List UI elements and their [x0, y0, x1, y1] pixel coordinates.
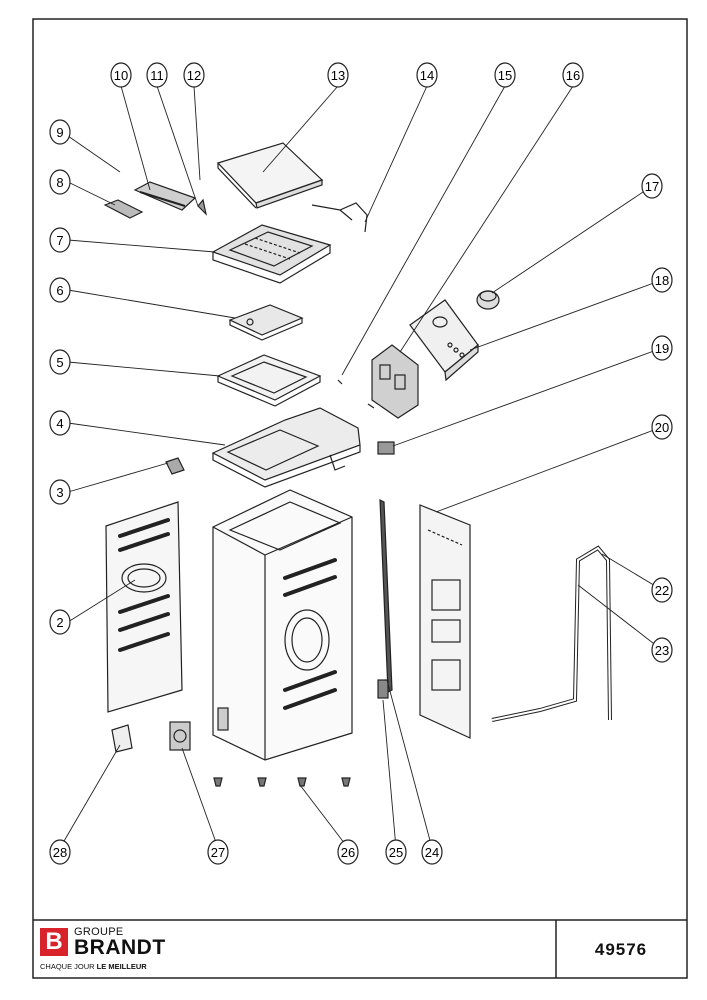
part-6-inner-lid — [228, 304, 304, 341]
callout-27: 27 — [207, 839, 229, 865]
part-2-side-panel — [105, 501, 183, 713]
part-13-top-lid — [216, 142, 324, 209]
part-18-control-fascia — [409, 299, 479, 382]
brand-name-label: BRANDT — [74, 936, 166, 959]
callout-13-label: 13 — [331, 68, 345, 83]
callout-22-label: 22 — [655, 583, 669, 598]
document-number: 49576 — [594, 940, 648, 959]
callout-26: 26 — [337, 839, 359, 865]
callout-17-label: 17 — [645, 179, 659, 194]
part-20-rear-panel — [419, 504, 471, 739]
callout-25-label: 25 — [389, 845, 403, 860]
callout-9: 9 — [49, 119, 71, 145]
callout-16-label: 16 — [566, 68, 580, 83]
brand-logo: B GROUPE BRANDT CHAQUE JOUR LE MEILLEUR — [40, 926, 240, 976]
part-27-pump — [169, 721, 191, 751]
callout-4: 4 — [49, 410, 71, 436]
callout-24: 24 — [421, 839, 443, 865]
callout-25: 25 — [385, 839, 407, 865]
callout-15-label: 15 — [498, 68, 512, 83]
part-28-plate — [111, 724, 133, 753]
callout-6-label: 6 — [56, 283, 63, 298]
part-4-top-panel — [211, 407, 361, 488]
tagline-bold: LE MEILLEUR — [96, 962, 147, 971]
callout-6: 6 — [49, 277, 71, 303]
callout-20-label: 20 — [655, 420, 669, 435]
callout-15: 15 — [494, 62, 516, 88]
callout-5: 5 — [49, 349, 71, 375]
callout-10: 10 — [110, 62, 132, 88]
part-22-drain-hose — [491, 545, 612, 722]
callout-2: 2 — [49, 609, 71, 635]
tagline-prefix: CHAQUE JOUR — [40, 962, 97, 971]
callout-16: 16 — [562, 62, 584, 88]
callout-9-label: 9 — [56, 125, 63, 140]
callout-26-label: 26 — [341, 845, 355, 860]
callout-7-label: 7 — [56, 233, 63, 248]
callout-23: 23 — [651, 637, 673, 663]
sheet-border — [32, 18, 688, 979]
callout-18: 18 — [651, 267, 673, 293]
callout-27-label: 27 — [211, 845, 225, 860]
callout-18-label: 18 — [655, 273, 669, 288]
callout-22: 22 — [651, 577, 673, 603]
part-10-detergent-drawer — [133, 181, 197, 211]
part-3-hinge — [165, 457, 185, 475]
callout-14-label: 14 — [420, 68, 434, 83]
part-26-feet — [213, 777, 351, 787]
callout-2-label: 2 — [56, 615, 63, 630]
callout-10-label: 10 — [114, 68, 128, 83]
part-11-clip — [197, 198, 208, 216]
callout-8: 8 — [49, 169, 71, 195]
callout-11-label: 11 — [150, 68, 164, 83]
callout-12-label: 12 — [187, 68, 201, 83]
callout-3-label: 3 — [56, 485, 63, 500]
callout-5-label: 5 — [56, 355, 63, 370]
brandt-b-logo-icon: B — [40, 928, 68, 956]
callout-8-label: 8 — [56, 175, 63, 190]
callout-bubbles: 10 11 12 13 14 15 16 9 8 7 6 5 4 3 2 17 … — [49, 62, 673, 865]
leader-lines — [59, 85, 663, 849]
part-7-worktop-frame — [211, 224, 332, 284]
part-25-switch — [377, 679, 389, 699]
callout-3: 3 — [49, 479, 71, 505]
part-5-tub-cover — [216, 354, 322, 407]
part-16-control-module — [337, 344, 419, 419]
callout-7: 7 — [49, 227, 71, 253]
main-cabinet — [212, 489, 353, 761]
callout-4-label: 4 — [56, 416, 63, 431]
callout-19: 19 — [651, 335, 673, 361]
callout-17: 17 — [641, 173, 663, 199]
callout-28: 28 — [49, 839, 71, 865]
callout-20: 20 — [651, 414, 673, 440]
callout-24-label: 24 — [425, 845, 439, 860]
callout-12: 12 — [183, 62, 205, 88]
part-24-seal-strip — [379, 499, 393, 693]
part-19-connector — [377, 441, 395, 455]
part-17-knob — [476, 290, 500, 310]
callout-14: 14 — [416, 62, 438, 88]
brand-group-label: GROUPE — [74, 926, 124, 938]
callout-13: 13 — [327, 62, 349, 88]
callout-11: 11 — [146, 62, 168, 88]
callout-28-label: 28 — [53, 845, 67, 860]
part-14-wire-harness — [311, 202, 368, 233]
callout-19-label: 19 — [655, 341, 669, 356]
brand-tagline: CHAQUE JOUR LE MEILLEUR — [40, 962, 147, 971]
callout-23-label: 23 — [655, 643, 669, 658]
